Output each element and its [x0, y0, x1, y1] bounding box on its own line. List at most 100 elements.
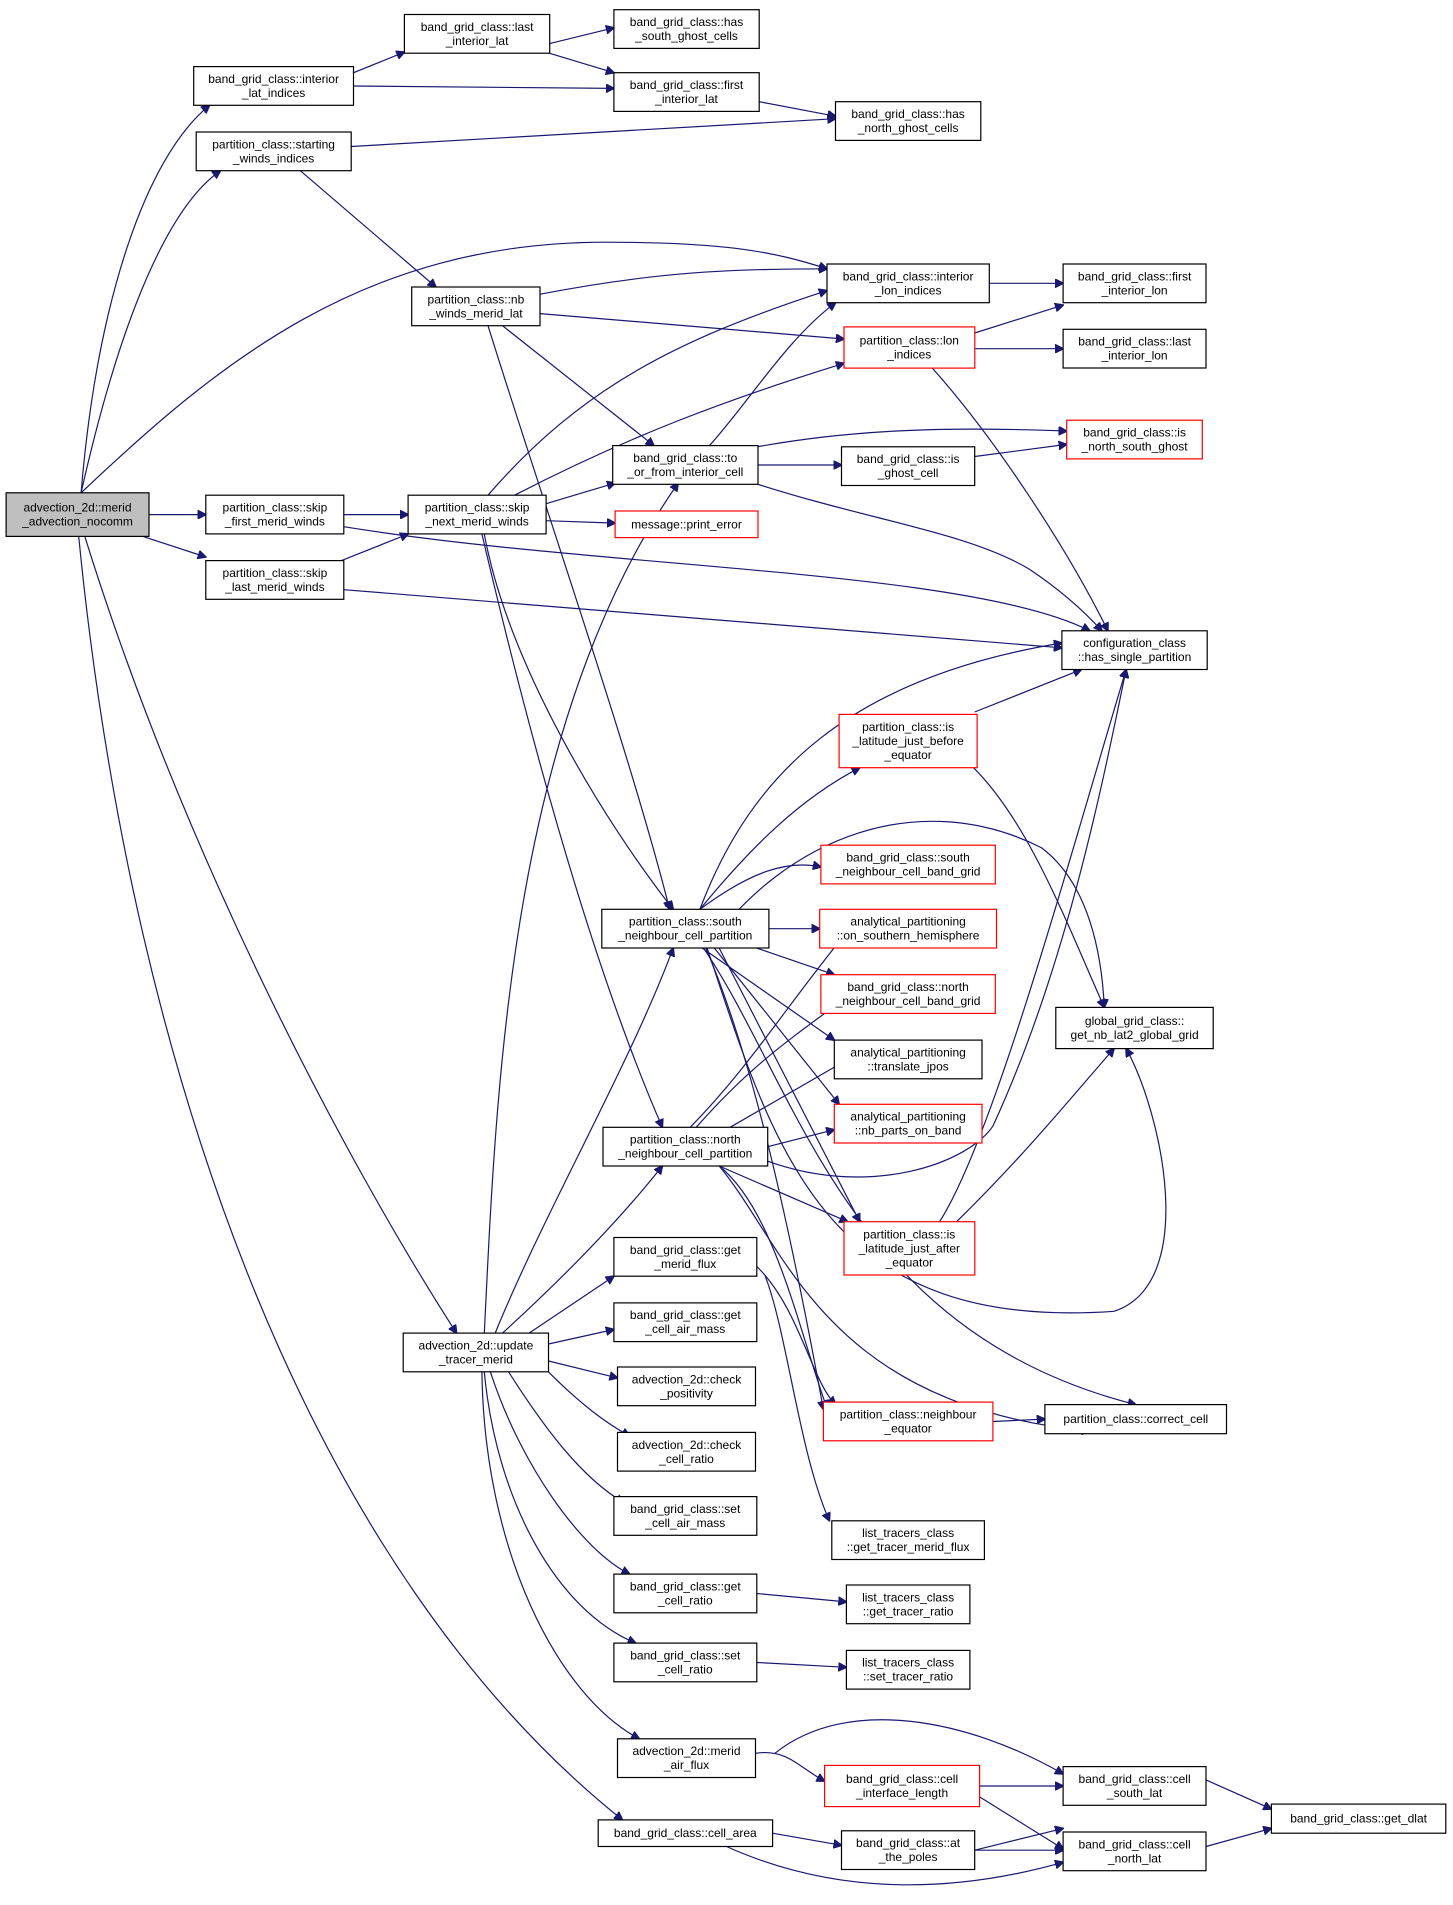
function-node-lat-before[interactable]: partition_class::is_latitude_just_before… [838, 713, 978, 769]
function-node-north-lat[interactable]: band_grid_class::cell_north_lat [1062, 1831, 1207, 1872]
function-node-cell-area[interactable]: band_grid_class::cell_area [597, 1819, 774, 1848]
function-node-print-error[interactable]: message::print_error [614, 510, 759, 539]
function-node-merid-flux[interactable]: band_grid_class::get_merid_flux [613, 1236, 758, 1277]
function-node-translate[interactable]: analytical_partitioning::translate_jpos [833, 1039, 983, 1080]
node-label-line: ::set_tracer_ratio [863, 1670, 953, 1684]
call-edge [548, 1330, 614, 1345]
function-node-air-flux[interactable]: advection_2d::merid_air_flux [616, 1738, 757, 1779]
call-edge [699, 865, 821, 910]
call-edge [546, 521, 615, 523]
function-node-is-ghost[interactable]: band_grid_class::is_ghost_cell [840, 446, 976, 487]
node-box [843, 326, 976, 369]
node-box [1270, 1803, 1447, 1834]
function-node-south-part[interactable]: partition_class::south_neighbour_cell_pa… [601, 908, 770, 949]
function-node-south-lat[interactable]: band_grid_class::cell_south_lat [1062, 1765, 1207, 1806]
node-box [613, 1573, 758, 1614]
function-node-check-ratio[interactable]: advection_2d::check_cell_ratio [616, 1431, 757, 1472]
call-edge [729, 1060, 848, 1128]
call-edge [759, 101, 835, 117]
call-edge [548, 1371, 630, 1436]
function-node-neigh-eq[interactable]: partition_class::neighbour_equator [822, 1401, 994, 1442]
function-node-skip-first[interactable]: partition_class::skip_first_merid_winds [205, 494, 345, 535]
function-node-global-lat2[interactable]: global_grid_class::get_nb_lat2_global_gr… [1055, 1006, 1214, 1050]
node-box [616, 1738, 757, 1779]
function-node-nb-winds[interactable]: partition_class::nb_winds_merid_lat [411, 286, 541, 327]
node-box [845, 1649, 971, 1690]
function-node-interior-lon[interactable]: band_grid_class::interior_lon_indices [826, 263, 990, 304]
function-node-has-south[interactable]: band_grid_class::has_south_ghost_cells [613, 9, 760, 50]
call-edge [774, 1719, 1063, 1774]
function-node-north-band[interactable]: band_grid_class::north_neighbour_cell_ba… [820, 974, 996, 1015]
node-box [822, 1401, 994, 1442]
function-node-lon-indices[interactable]: partition_class::lon_indices [843, 326, 976, 369]
function-node-lat-after[interactable]: partition_class::is_latitude_just_after_… [843, 1221, 976, 1276]
function-node-get-ratio[interactable]: band_grid_class::get_cell_ratio [613, 1573, 758, 1614]
node-label-line: _positivity [659, 1386, 713, 1400]
node-label-line: band_grid_class::has [851, 107, 964, 121]
call-edge [549, 28, 614, 45]
function-node-update[interactable]: advection_2d::update_tracer_merid [402, 1332, 550, 1373]
function-node-last-int-lon[interactable]: band_grid_class::last_interior_lon [1062, 328, 1207, 369]
function-node-set-air[interactable]: band_grid_class::set_cell_air_mass [613, 1495, 758, 1536]
node-label-line: band_grid_class::get [630, 1243, 741, 1257]
function-node-starting[interactable]: partition_class::starting_winds_indices [195, 131, 352, 172]
function-node-south-band[interactable]: band_grid_class::south_neighbour_cell_ba… [820, 844, 996, 885]
node-label-line: band_grid_class::get [630, 1580, 741, 1594]
node-box [1061, 630, 1208, 671]
node-label-line: list_tracers_class [862, 1590, 954, 1604]
function-node-air-mass[interactable]: band_grid_class::get_cell_air_mass [613, 1302, 758, 1343]
function-node-is-ns-ghost[interactable]: band_grid_class::is_north_south_ghost [1066, 419, 1203, 460]
node-label-line: partition_class::is [862, 720, 954, 734]
function-node-north-part[interactable]: partition_class::north_neighbour_cell_pa… [602, 1126, 769, 1167]
call-edge [756, 947, 835, 975]
call-edge [706, 820, 1104, 1007]
function-node-iface-len[interactable]: band_grid_class::cell_interface_length [823, 1764, 981, 1808]
node-label-line: partition_class::nb [428, 292, 525, 306]
node-label-line: _south_lat [1106, 1786, 1163, 1800]
node-label-line: _next_merid_winds [424, 515, 528, 529]
node-box [411, 286, 541, 327]
function-node-southern-hemi[interactable]: analytical_partitioning::on_southern_hem… [819, 908, 998, 949]
function-node-root[interactable]: advection_2d::merid_advection_nocomm [5, 492, 150, 537]
call-edge [767, 670, 1126, 1178]
function-node-has-north[interactable]: band_grid_class::has_north_ghost_cells [834, 101, 982, 141]
node-label-line: band_grid_class::cell [1079, 1837, 1191, 1851]
function-node-tracer-flux[interactable]: list_tracers_class::get_tracer_merid_flu… [831, 1520, 985, 1561]
call-edge [539, 313, 844, 339]
function-node-skip-next[interactable]: partition_class::skip_next_merid_winds [407, 494, 547, 535]
node-box [205, 494, 345, 535]
function-node-first-int-lat[interactable]: band_grid_class::first_interior_lat [613, 72, 760, 112]
function-node-nb-parts[interactable]: analytical_partitioning::nb_parts_on_ban… [833, 1103, 983, 1144]
node-label-line: _tracer_merid [438, 1353, 513, 1367]
node-label-line: band_grid_class::set [630, 1649, 741, 1663]
call-edge [764, 1275, 829, 1521]
node-label-line: ::nb_parts_on_band [855, 1124, 962, 1138]
function-node-set-ratio[interactable]: band_grid_class::set_cell_ratio [613, 1642, 758, 1683]
call-edge [756, 1266, 836, 1405]
node-box [205, 559, 345, 600]
function-node-get-dlat[interactable]: band_grid_class::get_dlat [1270, 1803, 1447, 1834]
function-node-skip-last[interactable]: partition_class::skip_last_merid_winds [205, 559, 345, 600]
node-label-line: configuration_class [1083, 636, 1186, 650]
call-edge [974, 1828, 1063, 1851]
call-edge [502, 325, 654, 446]
function-node-single-part[interactable]: configuration_class::has_single_partitio… [1061, 630, 1208, 671]
function-node-first-int-lon[interactable]: band_grid_class::first_interior_lon [1062, 263, 1207, 304]
node-box [833, 1039, 983, 1080]
function-node-tr-get-ratio[interactable]: list_tracers_class::get_tracer_ratio [845, 1584, 971, 1625]
node-box [407, 494, 547, 535]
node-box [616, 1366, 757, 1407]
function-node-correct-cell[interactable]: partition_class::correct_cell [1044, 1403, 1228, 1435]
node-label-line: analytical_partitioning [850, 1110, 965, 1124]
function-node-last-int-lat[interactable]: band_grid_class::last_interior_lat [403, 13, 551, 54]
function-node-check-pos[interactable]: advection_2d::check_positivity [616, 1366, 757, 1407]
call-edge [939, 670, 1127, 1223]
call-edge [481, 533, 662, 1127]
node-label-line: band_grid_class::interior [843, 269, 974, 283]
node-label-line: _interface_length [855, 1786, 948, 1800]
function-node-to-from[interactable]: band_grid_class::to_or_from_interior_cel… [612, 445, 759, 485]
function-node-interior-lat[interactable]: band_grid_class::interior_lat_indices [193, 65, 355, 106]
function-node-tr-set-ratio[interactable]: list_tracers_class::set_tracer_ratio [845, 1649, 971, 1690]
function-node-at-poles[interactable]: band_grid_class::at_the_poles [840, 1830, 976, 1871]
